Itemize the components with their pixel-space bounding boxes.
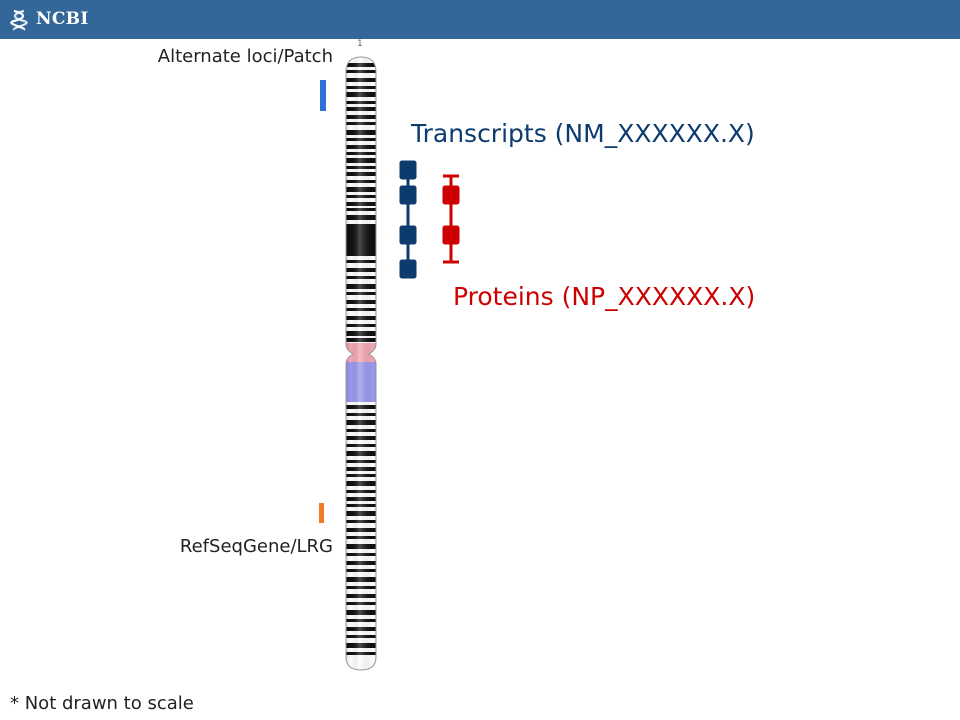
proteins-label: Proteins (NP_XXXXXX.X): [453, 282, 756, 311]
chromosome-number: 1: [357, 39, 363, 49]
transcript-exon: [399, 160, 417, 180]
ncbi-helix-icon: [10, 9, 28, 32]
footnote: * Not drawn to scale: [10, 693, 194, 714]
alternate-loci-marker: [320, 80, 326, 111]
refseqgene-label: RefSeqGene/LRG: [179, 536, 333, 557]
ncbi-header-bar: NCBI: [0, 0, 960, 39]
protein-segment: [442, 225, 460, 245]
transcript-exon: [399, 185, 417, 205]
transcript-exon: [399, 259, 417, 279]
ncbi-logo[interactable]: NCBI: [10, 8, 90, 32]
alternate-loci-label: Alternate loci/Patch: [157, 46, 333, 67]
protein-segment: [442, 185, 460, 205]
transcripts-label: Transcripts (NM_XXXXXX.X): [411, 119, 755, 148]
transcript-model: [399, 160, 417, 279]
refseqgene-marker: [319, 503, 324, 523]
ncbi-logo-text: NCBI: [36, 9, 89, 29]
chromosome-1: [346, 57, 376, 670]
transcript-exon: [399, 225, 417, 245]
protein-model: [442, 174, 460, 264]
